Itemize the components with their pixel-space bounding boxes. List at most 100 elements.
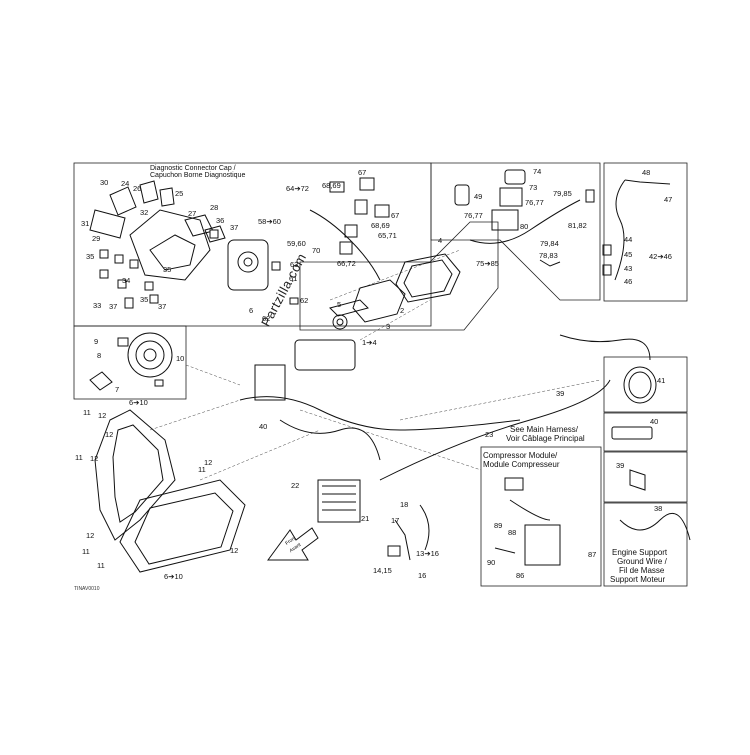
callout-label: 62 [262,314,270,323]
callout-label: 73 [529,183,537,192]
callout-label: 28 [210,203,218,212]
callout-label: 2 [400,306,404,315]
callout-label: 12 [98,411,106,420]
callout-label: 35 [86,252,94,261]
callout-label: 61 [289,274,297,283]
inset-frame-41 [603,356,688,413]
callout-label: 63 [290,260,298,269]
callout-label: 30 [100,178,108,187]
inset-frame-39 [603,451,688,503]
callout-label: 58➔60 [258,217,281,226]
callout-label: 10 [176,354,184,363]
callout-label: 41 [657,376,665,385]
callout-label: 29 [92,234,100,243]
callout-label: 70 [312,246,320,255]
callout-label: 66,72 [337,259,356,268]
caption-ground-4: Support Moteur [610,575,666,584]
callout-label: 21 [361,514,369,523]
callout-label: 76,77 [525,198,544,207]
inset-frame-40 [603,412,688,452]
callout-label: 45 [624,250,632,259]
caption-main-harness: See Main Harness/ [510,425,579,434]
callout-label: 5 [337,300,341,309]
callout-label: 44 [624,235,632,244]
callout-label: 64➔72 [286,184,309,193]
callout-label: 12 [86,531,94,540]
callout-label: 35 [140,295,148,304]
callout-label: 17 [391,516,399,525]
callout-label: 11 [75,453,83,462]
callout-label: 74 [533,167,541,176]
callout-label: 67 [391,211,399,220]
caption-ground-1: Engine Support [612,548,668,557]
callout-label: 34 [122,276,130,285]
callout-label: 40 [259,422,267,431]
callout-label: 26 [133,184,141,193]
callout-label: 39 [556,389,564,398]
callout-label: 42➔46 [649,252,672,261]
callout-label: 6 [249,306,253,315]
callout-label: 31 [81,219,89,228]
callout-label: 62 [300,296,308,305]
callout-label: 79,84 [540,239,559,248]
callout-label: 11 [83,408,91,417]
inset-frame-wire [603,162,688,302]
callout-label: 24 [121,179,129,188]
callout-label: 46 [624,277,632,286]
inset-frame-switches [430,162,601,301]
callout-label: 86 [516,571,524,580]
callout-label: 23 [485,430,493,439]
callout-label: 11 [82,547,90,556]
callout-label: 11 [97,561,105,570]
inset-frame-38 [603,502,688,587]
callout-label: 9 [94,337,98,346]
callout-label: 12 [105,430,113,439]
callout-label: 18 [400,500,408,509]
caption-compressor: Compressor Module/ [483,451,558,460]
callout-label: 12 [204,458,212,467]
caption-diagnostic-cap-fr: Capuchon Borne Diagnostique [150,172,246,179]
callout-label: 16 [418,571,426,580]
callout-label: 33 [93,301,101,310]
caption-ground-3: Fil de Masse [619,566,665,575]
figure-code: TINAV0010 [74,586,100,592]
callout-label: 13➔16 [416,549,439,558]
callout-label: 68,69 [322,181,341,190]
callout-label: 37 [109,302,117,311]
callout-label: 78,83 [539,251,558,260]
callout-label: 76,77 [464,211,483,220]
callout-label: 32 [140,208,148,217]
callout-label: 89 [494,521,502,530]
caption-compressor-fr: Module Compresseur [483,460,560,469]
callout-label: 22 [291,481,299,490]
callout-label: 68,69 [371,221,390,230]
callout-label: 14,15 [373,566,392,575]
callout-label: 65,71 [378,231,397,240]
callout-label: 6➔10 [129,398,148,407]
callout-label: 67 [358,168,366,177]
callout-label: 40 [650,417,658,426]
callout-label: 90 [487,558,495,567]
callout-label: 35 [163,265,171,274]
callout-label: 47 [664,195,672,204]
callout-label: 4 [438,236,442,245]
callout-label: 37 [158,302,166,311]
callout-label: 27 [188,209,196,218]
callout-label: 11 [198,465,206,474]
callout-label: 37 [230,223,238,232]
callout-label: 36 [216,216,224,225]
callout-label: 75➔85 [476,259,499,268]
callout-label: 8 [97,351,101,360]
caption-main-harness-fr: Voir Câblage Principal [506,434,585,443]
callout-label: 49 [474,192,482,201]
callout-label: 1➔4 [362,338,377,347]
callout-label: 43 [624,264,632,273]
callout-label: 3 [386,322,390,331]
callout-label: 25 [175,189,183,198]
callout-label: 79,85 [553,189,572,198]
inset-frame-bulb [73,325,187,400]
callout-label: 48 [642,168,650,177]
callout-label: 12 [230,546,238,555]
